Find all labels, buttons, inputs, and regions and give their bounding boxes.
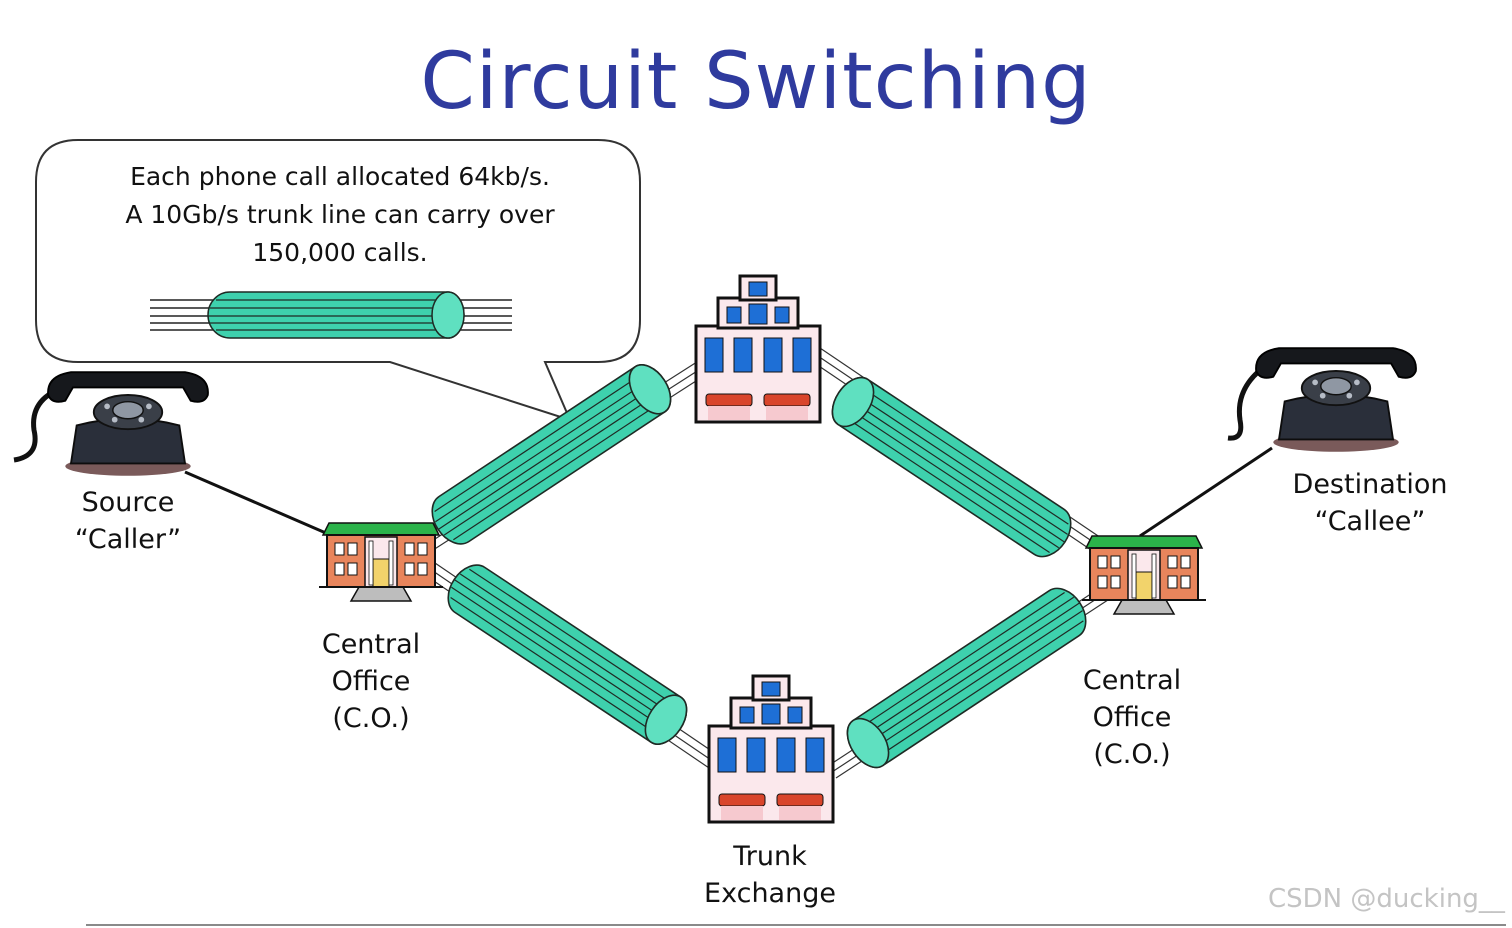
watermark: CSDN @ducking__ xyxy=(1268,884,1505,914)
destination-callee-label: Destination “Callee” xyxy=(1292,469,1448,537)
trunk-exchange-label: Trunk Exchange xyxy=(704,841,836,909)
callee-line xyxy=(1139,446,1273,538)
callee-phone-cord xyxy=(1227,370,1260,441)
callout-line: Each phone call allocated 64kb/s. xyxy=(130,162,550,191)
bottom-divider xyxy=(86,924,1506,926)
central-office-left-label: Central Office (C.O.) xyxy=(321,629,421,734)
trunk-cable-lower-right xyxy=(838,579,1096,776)
callout-text: Each phone call allocated 64kb/s. A 10Gb… xyxy=(60,158,620,272)
central-office-icon-right xyxy=(1081,535,1207,615)
caller-phone-icon xyxy=(47,371,209,477)
trunk-cable-upper-right xyxy=(823,369,1081,566)
slide-title: Circuit Switching xyxy=(420,37,1092,127)
caller-line xyxy=(184,470,343,542)
source-caller-label: Source “Caller” xyxy=(74,487,182,555)
exchange-building-icon-bottom xyxy=(707,674,835,824)
central-office-icon-left xyxy=(318,522,444,602)
callout-line: A 10Gb/s trunk line can carry over xyxy=(125,200,555,229)
callee-phone-icon xyxy=(1255,347,1417,453)
callout-line: 150,000 calls. xyxy=(252,238,428,267)
exchange-building-icon-top xyxy=(694,274,822,424)
central-office-right-label: Central Office (C.O.) xyxy=(1082,665,1182,770)
caller-phone-cord xyxy=(13,385,63,463)
trunk-cable-lower-left xyxy=(438,556,696,753)
callout-bubble xyxy=(35,139,641,422)
callout-trunk-icon xyxy=(150,291,512,339)
